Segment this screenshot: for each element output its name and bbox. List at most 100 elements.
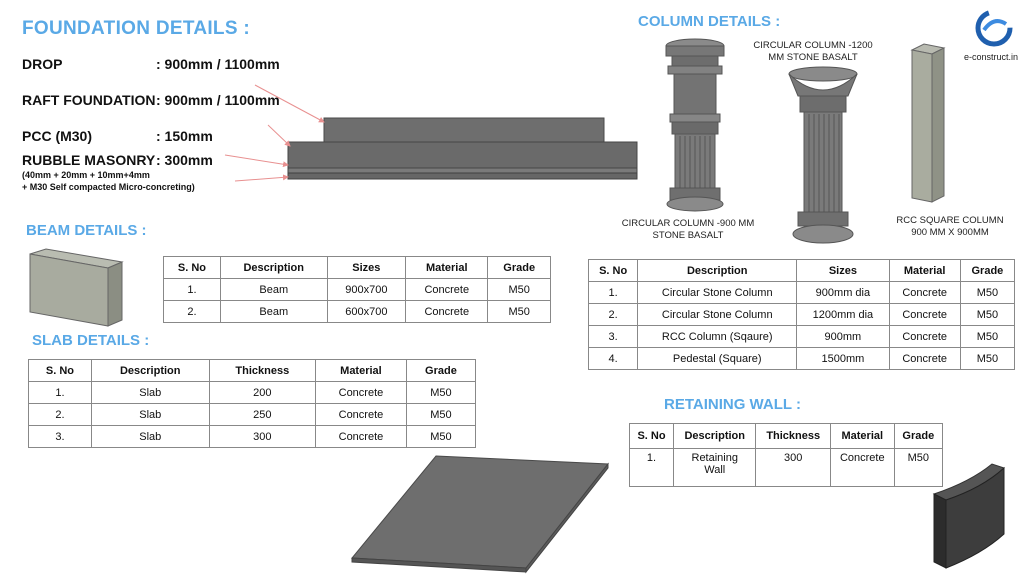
table-cell: Concrete (405, 300, 489, 323)
wall-header-description: Description (673, 423, 757, 449)
table-row: 1. Slab 200 Concrete M50 (28, 381, 477, 404)
table-cell: 2. (587, 303, 639, 326)
table-cell: 3. (28, 425, 92, 448)
table-cell: 900mm dia (796, 281, 890, 304)
caption-column-900: CIRCULAR COLUMN -900 MM STONE BASALT (618, 218, 758, 242)
table-row: 3. Slab 300 Concrete M50 (28, 425, 477, 448)
table-cell: Circular Stone Column (637, 281, 798, 304)
table-cell: M50 (405, 403, 477, 426)
raft-value: : 900mm / 1100mm (156, 92, 280, 108)
table-cell: Concrete (315, 381, 407, 404)
beam-header-description: Description (219, 256, 328, 279)
caption-rcc-column-line1: RCC SQUARE COLUMN (896, 215, 1004, 226)
slab-header-material: Material (315, 359, 407, 382)
table-cell: RCC Column (Sqaure) (637, 325, 798, 348)
beam-heading: BEAM DETAILS : (26, 222, 147, 239)
table-row: 2. Beam 600x700 Concrete M50 (163, 300, 551, 323)
table-cell: Pedestal (Square) (637, 347, 798, 370)
table-cell: M50 (959, 347, 1016, 370)
table-cell: Concrete (888, 325, 961, 348)
rcc-square-column-model (910, 43, 946, 203)
foundation-row-raft: RAFT FOUNDATION : 900mm / 1100mm (22, 92, 280, 108)
table-cell: Concrete (829, 448, 895, 487)
foundation-row-drop: DROP : 900mm / 1100mm (22, 56, 280, 72)
table-cell: 600x700 (326, 300, 407, 323)
wall-header-thickness: Thickness (755, 423, 831, 449)
beam-header-grade: Grade (487, 256, 551, 279)
table-cell: 1. (587, 281, 639, 304)
table-cell: M50 (405, 381, 477, 404)
slab-table: S. No Description Thickness Material Gra… (28, 359, 477, 448)
table-cell: 2. (163, 300, 221, 323)
pcc-label: PCC (M30) (22, 128, 93, 144)
slab-model (350, 455, 609, 574)
table-cell: 1. (28, 381, 92, 404)
retaining-wall-heading: RETAINING WALL : (664, 396, 801, 413)
column-header-material: Material (888, 259, 961, 282)
foundation-row-rubble: RUBBLE MASONRY : 300mm (22, 152, 213, 168)
column-header-sizes: Sizes (796, 259, 890, 282)
table-cell: M50 (959, 325, 1016, 348)
column-header-grade: Grade (959, 259, 1016, 282)
table-cell: Concrete (888, 303, 961, 326)
caption-column-900-line1: CIRCULAR COLUMN -900 MM (621, 218, 755, 229)
drop-block (323, 117, 605, 143)
table-cell: Slab (90, 381, 210, 404)
table-cell: 1. (628, 448, 675, 487)
beam-header-sno: S. No (163, 256, 221, 279)
slab-table-header-row: S. No Description Thickness Material Gra… (28, 359, 477, 382)
circular-column-1200-model (788, 66, 858, 244)
table-cell: Concrete (888, 281, 961, 304)
table-row: 2. Circular Stone Column 1200mm dia Conc… (587, 303, 1016, 326)
rubble-arrow (234, 174, 289, 182)
table-cell: Circular Stone Column (637, 303, 798, 326)
caption-rcc-column-line2: 900 MM X 900MM (911, 227, 989, 238)
column-table: S. No Description Sizes Material Grade 1… (587, 259, 1016, 370)
rubble-layer (287, 172, 638, 180)
drop-arrow (254, 84, 325, 123)
slab-header-sno: S. No (28, 359, 92, 382)
pcc-value: : 150mm (156, 128, 213, 144)
table-cell: 1. (163, 278, 221, 301)
table-row: 2. Slab 250 Concrete M50 (28, 403, 477, 426)
table-cell: 250 (208, 403, 317, 426)
table-cell: 300 (208, 425, 317, 448)
table-cell: Concrete (405, 278, 489, 301)
table-cell: 2. (28, 403, 92, 426)
foundation-section-drawing (224, 84, 638, 182)
table-cell: Beam (219, 278, 328, 301)
wall-table-header-row: S. No Description Thickness Material Gra… (628, 423, 944, 449)
table-cell: 200 (208, 381, 317, 404)
table-cell: 1200mm dia (796, 303, 890, 326)
table-row: 3. RCC Column (Sqaure) 900mm Concrete M5… (587, 325, 1016, 348)
raft-arrow (267, 124, 291, 147)
table-cell: Concrete (888, 347, 961, 370)
table-cell: M50 (405, 425, 477, 448)
slab-header-thickness: Thickness (208, 359, 317, 382)
pcc-layer (287, 167, 638, 174)
table-cell: M50 (959, 281, 1016, 304)
table-cell: 300 (755, 448, 831, 487)
table-row: 1. Circular Stone Column 900mm dia Concr… (587, 281, 1016, 304)
beam-table-header-row: S. No Description Sizes Material Grade (163, 256, 551, 279)
column-heading: COLUMN DETAILS : (638, 13, 781, 30)
column-header-description: Description (637, 259, 798, 282)
beam-header-material: Material (405, 256, 489, 279)
table-cell: Slab (90, 425, 210, 448)
table-cell: Beam (219, 300, 328, 323)
caption-rcc-column: RCC SQUARE COLUMN 900 MM X 900MM (888, 215, 1012, 239)
beam-table: S. No Description Sizes Material Grade 1… (163, 256, 551, 323)
table-cell: 4. (587, 347, 639, 370)
logo-text: e-construct.in (963, 52, 1019, 62)
table-row: 1. Retaining Wall 300 Concrete M50 (628, 448, 944, 487)
retaining-wall-model (932, 463, 1005, 569)
drop-value: : 900mm / 1100mm (156, 56, 280, 72)
column-table-header-row: S. No Description Sizes Material Grade (587, 259, 1016, 282)
table-cell: Concrete (315, 403, 407, 426)
foundation-heading: FOUNDATION DETAILS : (22, 18, 250, 39)
column-header-sno: S. No (587, 259, 639, 282)
pcc-arrow (224, 154, 289, 168)
table-cell: M50 (959, 303, 1016, 326)
table-cell: Retaining Wall (673, 448, 757, 487)
caption-column-1200-line2: MM STONE BASALT (768, 52, 858, 63)
